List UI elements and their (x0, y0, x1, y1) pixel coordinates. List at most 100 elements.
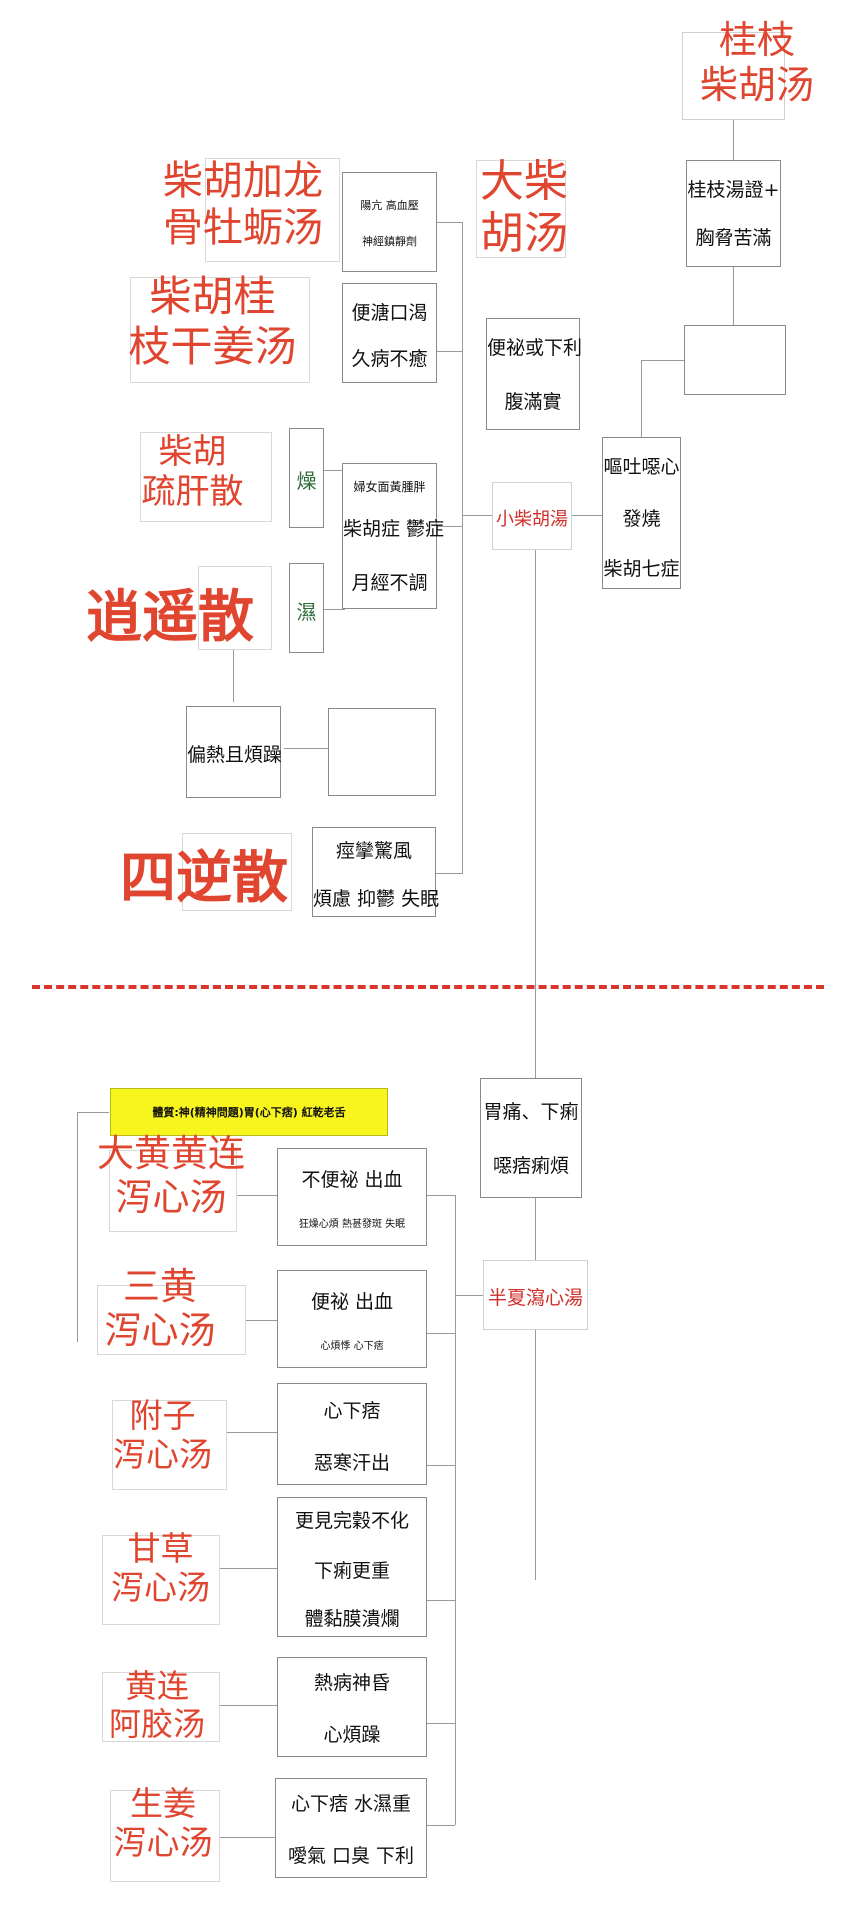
shengjiang-frame (110, 1790, 220, 1882)
sanhuang-symptom-line2: 心煩悸 心下痞 (320, 1341, 384, 1352)
connector-line (77, 1112, 78, 1342)
connector-line (227, 1432, 277, 1433)
xiao-chaihu-label: 小柴胡湯 (496, 509, 568, 530)
spasm-line1: 痙攣驚風 (335, 840, 412, 862)
da-chaihu-line1: 大柴 (480, 156, 568, 207)
connector-line (427, 1723, 455, 1724)
connector-line (284, 748, 328, 749)
dahuang-symptom-line2: 狂燥心煩 熱甚發斑 失眠 (298, 1219, 406, 1230)
loose-stool-box: 便溏口渴 久病不癒 (342, 283, 437, 383)
chaihu-guizhi-line2: 枝干姜汤 (128, 321, 297, 371)
guizhi-chaihu-line2: 柴胡汤 (699, 62, 814, 107)
guizhi-chaihu-line1: 桂枝 (718, 18, 795, 62)
connector-line (220, 1568, 277, 1569)
heat-irritability-box: 偏熱且煩躁 (186, 706, 283, 798)
dahuang-line2: 泻心汤 (115, 1175, 227, 1219)
huanglian-line1: 黄连 (124, 1667, 189, 1705)
constitution-text: 體質:神(精神問題)胃(心下痞) 紅乾老舌 (152, 1106, 346, 1119)
connector-line (427, 1465, 455, 1466)
connector-line (436, 351, 463, 352)
gancao-title: 甘草 泻心汤 (88, 1529, 233, 1608)
fuzi-symptom-box: 心下痞 惡寒汗出 (277, 1383, 427, 1485)
fuzi-frame (112, 1400, 227, 1490)
constipation-line1: 便祕或下利 (487, 337, 583, 359)
shengjiang-symptom-line1: 心下痞 水濕重 (290, 1793, 412, 1815)
empty-box (684, 325, 786, 395)
connector-line (462, 515, 492, 516)
shengjiang-title: 生姜 泻心汤 (88, 1784, 238, 1863)
huanglian-title: 黄连 阿胶汤 (82, 1667, 232, 1744)
banxia-symptom-line1: 胃痛、下痢 (483, 1101, 579, 1123)
chaihu-shugan-line2: 疏肝散 (141, 472, 244, 513)
vomit-line2: 發燒 (622, 508, 661, 530)
sini-frame (182, 833, 292, 911)
connector-line (246, 1320, 277, 1321)
guizhi-chaihu-title: 桂枝 柴胡汤 (682, 18, 832, 108)
connector-line (427, 1600, 455, 1601)
women-symptom-box: 婦女面黃腫胖 柴胡症 鬱症 月經不調 (342, 463, 444, 609)
chaihu-shugan-line1: 柴胡 (158, 432, 227, 472)
xiaoyao-frame (198, 566, 272, 650)
connector-line (733, 270, 734, 325)
sanhuang-symptom-box: 便祕 出血 心煩悸 心下痞 (277, 1270, 427, 1368)
women-line1: 婦女面黃腫胖 (353, 480, 426, 494)
da-chaihu-line2: 胡汤 (480, 207, 568, 259)
sanhuang-frame (97, 1285, 246, 1355)
gancao-symptom-line2: 下痢更重 (313, 1560, 390, 1582)
connector-line (427, 1333, 455, 1334)
sanhuang-title: 三黄 泻心汤 (70, 1265, 250, 1352)
connector-line (237, 1195, 277, 1196)
loose-stool-line1: 便溏口渴 (351, 302, 428, 324)
gancao-line2: 泻心汤 (111, 1567, 210, 1607)
connector-line (427, 1825, 455, 1826)
shengjiang-line2: 泻心汤 (113, 1822, 213, 1862)
heat-irritability-label: 偏熱且煩躁 (187, 744, 283, 766)
connector-line (436, 526, 463, 527)
sanhuang-line1: 三黄 (123, 1265, 197, 1308)
chaihu-longgu-line2: 骨牡蛎汤 (163, 205, 323, 252)
dry-label: 燥 (296, 469, 317, 493)
connector-line (462, 222, 463, 874)
connector-line (641, 360, 642, 472)
gancao-line1: 甘草 (127, 1529, 194, 1568)
huanglian-line2: 阿胶汤 (108, 1704, 205, 1743)
constipation-box: 便祕或下利 腹滿實 (486, 318, 583, 430)
connector-line (455, 1195, 456, 1825)
xiao-chaihu-box: 小柴胡湯 (492, 482, 572, 550)
chaihu-guizhi-line1: 柴胡桂 (149, 272, 276, 321)
spasm-box: 痙攣驚風 煩慮 抑鬱 失眠 (312, 827, 439, 917)
sini-title: 四逆散 (120, 846, 288, 911)
banxia-box: 半夏瀉心湯 (483, 1260, 588, 1330)
connector-line (220, 1837, 275, 1838)
dahuang-title: 大黄黄连 泻心汤 (66, 1132, 276, 1219)
loose-stool-line2: 久病不癒 (351, 348, 428, 370)
vomit-box: 嘔吐噁心 發燒 柴胡七症 (602, 437, 681, 589)
connector-line (455, 1295, 483, 1296)
dahuang-symptom-box: 不便祕 出血 狂燥心煩 熱甚發斑 失眠 (277, 1148, 427, 1246)
vomit-line3: 柴胡七症 (603, 558, 680, 580)
connector-line (220, 1705, 277, 1706)
dahuang-line1: 大黄黄连 (97, 1132, 245, 1175)
damp-label-box: 濕 (289, 563, 324, 653)
guizhi-syndrome-line1: 桂枝湯證+ (687, 179, 780, 201)
chaihu-guizhi-frame (130, 277, 310, 383)
connector-line (436, 873, 463, 874)
xiaoyao-title: 逍遥散 (86, 585, 254, 650)
fuzi-title: 附子 泻心汤 (90, 1396, 235, 1475)
huanglian-symptom-line1: 熱病神昏 (313, 1672, 390, 1694)
chaihu-shugan-frame (140, 432, 272, 522)
gancao-symptom-line3: 體黏膜潰爛 (304, 1608, 400, 1630)
gancao-symptom-line1: 更見完穀不化 (294, 1510, 409, 1532)
section-divider (32, 985, 824, 989)
guizhi-syndrome-box: 桂枝湯證+ 胸脅苦滿 (686, 160, 781, 267)
connector-line (233, 650, 234, 702)
guizhi-chaihu-frame (682, 32, 785, 120)
empty-box (328, 708, 436, 796)
shengjiang-line1: 生姜 (130, 1784, 196, 1823)
constitution-banner: 體質:神(精神問題)胃(心下痞) 紅乾老舌 (110, 1088, 388, 1136)
dahuang-frame (109, 1150, 237, 1232)
huanglian-symptom-box: 熱病神昏 心煩躁 (277, 1657, 427, 1757)
banxia-symptom-box: 胃痛、下痢 噁痞痢煩 (480, 1078, 582, 1198)
dahuang-symptom-line1: 不便祕 出血 (301, 1169, 403, 1191)
connector-line (77, 1112, 109, 1113)
